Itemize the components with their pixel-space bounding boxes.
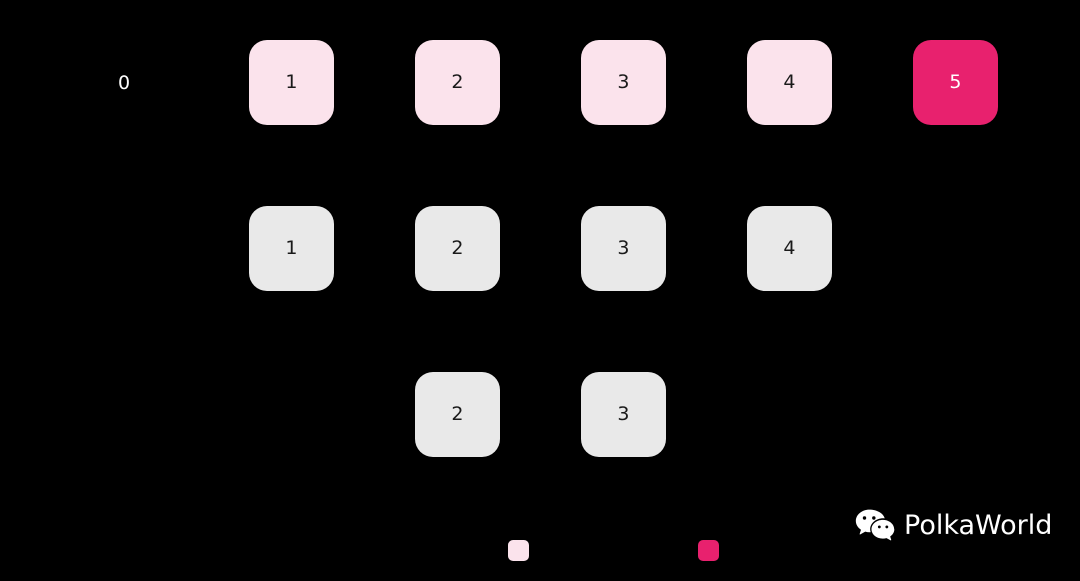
block-label: 4 <box>783 71 796 93</box>
block-tile[interactable]: 3 <box>581 40 666 125</box>
block-tile[interactable]: 3 <box>581 206 666 291</box>
block-tile[interactable]: 1 <box>249 40 334 125</box>
block-tile[interactable]: 2 <box>415 206 500 291</box>
block-label: 3 <box>617 71 630 93</box>
block-label: 3 <box>617 237 630 259</box>
genesis-block-label: 0 <box>118 72 131 94</box>
block-tile[interactable]: 2 <box>415 40 500 125</box>
block-label: 2 <box>451 237 464 259</box>
block-tile[interactable]: 1 <box>249 206 334 291</box>
watermark: PolkaWorld <box>855 508 1052 542</box>
legend-swatch-pink-light <box>508 540 529 561</box>
block-label: 5 <box>949 71 962 93</box>
block-label: 3 <box>617 403 630 425</box>
block-tile[interactable]: 3 <box>581 372 666 457</box>
block-label: 2 <box>451 403 464 425</box>
block-tile[interactable]: 2 <box>415 372 500 457</box>
block-label: 2 <box>451 71 464 93</box>
block-tile[interactable]: 5 <box>913 40 998 125</box>
watermark-text: PolkaWorld <box>904 509 1053 541</box>
block-label: 1 <box>285 237 298 259</box>
block-tile[interactable]: 4 <box>747 206 832 291</box>
legend-swatch-pink-strong <box>698 540 719 561</box>
wechat-icon <box>855 508 895 542</box>
block-label: 4 <box>783 237 796 259</box>
block-tile[interactable]: 4 <box>747 40 832 125</box>
block-label: 1 <box>285 71 298 93</box>
